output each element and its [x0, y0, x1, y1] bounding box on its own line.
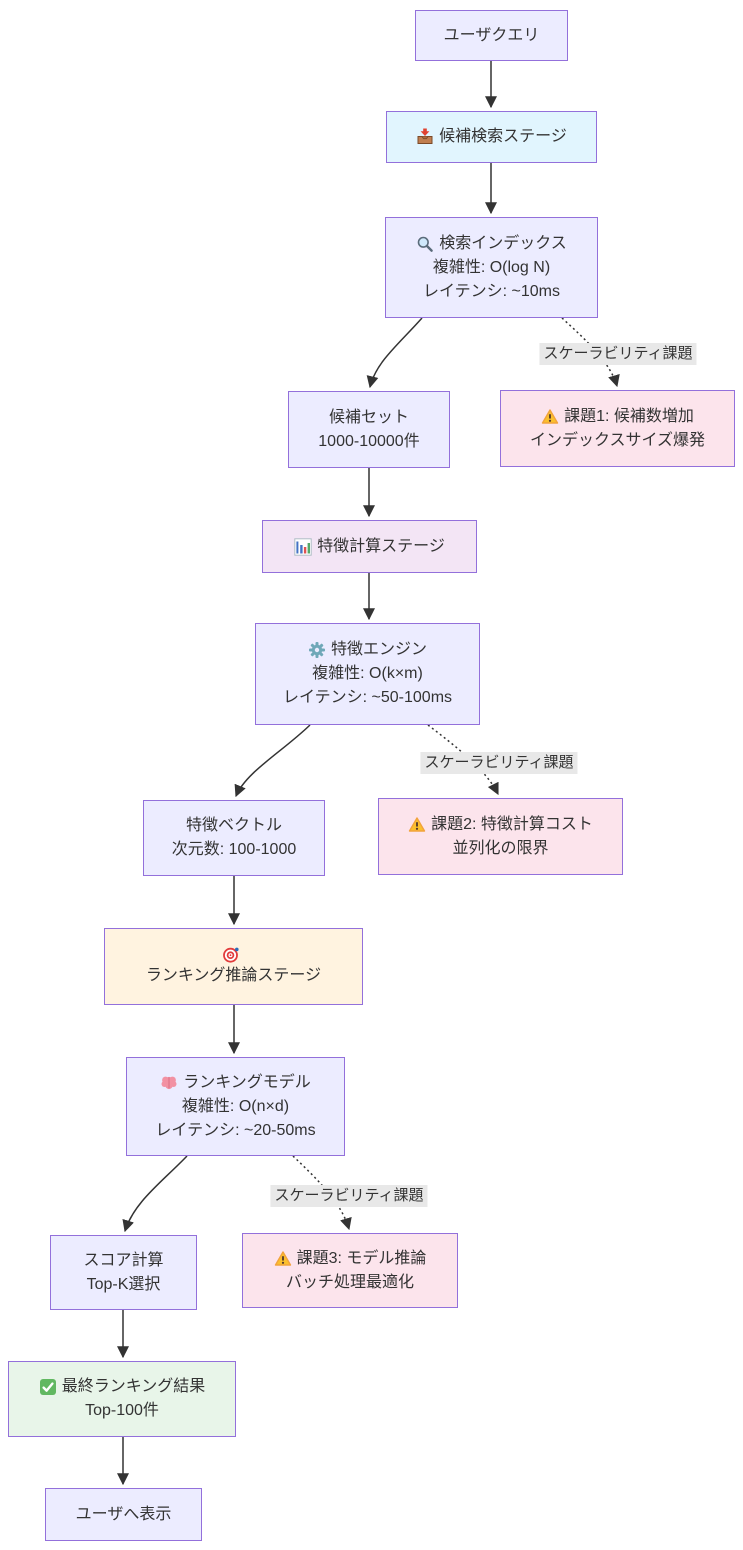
- magnifier-icon: [416, 235, 434, 253]
- target-icon: [222, 946, 240, 964]
- node-score-calc: スコア計算 Top-K選択: [50, 1235, 197, 1310]
- node-detail: インデックスサイズ爆発: [529, 431, 706, 449]
- node-retrieval-stage: 候補検索ステージ: [386, 111, 597, 163]
- node-label: ユーザクエリ: [443, 26, 540, 44]
- node-search-index: 検索インデックス 複雑性: O(log N) レイテンシ: ~10ms: [385, 217, 598, 318]
- node-detail-top100: Top-100件: [85, 1402, 159, 1419]
- node-detail-latency: レイテンシ: ~50-100ms: [282, 689, 453, 706]
- node-label: 特徴ベクトル: [185, 817, 282, 834]
- node-detail-topk: Top-K選択: [86, 1275, 161, 1293]
- node-label: 課題1: 候補数増加: [564, 407, 694, 425]
- edge-model-scorecalc: [122, 1155, 188, 1233]
- node-final-result: 最終ランキング結果 Top-100件: [8, 1361, 236, 1437]
- node-label: 検索インデックス: [439, 234, 567, 252]
- node-user-query: ユーザクエリ: [415, 10, 568, 61]
- node-detail-complexity: 複雑性: O(k×m): [312, 665, 423, 682]
- node-feature-vector: 特徴ベクトル 次元数: 100-1000: [143, 800, 325, 876]
- bar-chart-icon: [294, 537, 312, 556]
- warning-icon: [408, 816, 426, 834]
- node-ranking-stage: ランキング推論ステージ: [104, 928, 363, 1005]
- node-detail: バッチ処理最適化: [285, 1273, 414, 1291]
- node-ranking-model: ランキングモデル 複雑性: O(n×d) レイテンシ: ~20-50ms: [126, 1057, 345, 1156]
- node-label: 最終ランキング結果: [61, 1378, 206, 1395]
- node-display-user: ユーザへ表示: [45, 1488, 202, 1541]
- node-label: ランキングモデル: [183, 1073, 311, 1091]
- inbox-tray-icon: [416, 128, 434, 146]
- node-problem-2: 課題2: 特徴計算コスト 並列化の限界: [378, 798, 623, 875]
- node-feature-stage: 特徴計算ステージ: [262, 520, 477, 573]
- edge-label-scalability-3: スケーラビリティ課題: [270, 1185, 428, 1207]
- node-label: 候補セット: [328, 408, 409, 426]
- edge-label-scalability-1: スケーラビリティ課題: [539, 343, 697, 365]
- node-candidate-set: 候補セット 1000-10000件: [288, 391, 450, 468]
- node-problem-3: 課題3: モデル推論 バッチ処理最適化: [242, 1233, 458, 1308]
- node-feature-engine: 特徴エンジン 複雑性: O(k×m) レイテンシ: ~50-100ms: [255, 623, 480, 725]
- node-detail: 並列化の限界: [452, 839, 549, 857]
- node-label: ユーザへ表示: [75, 1505, 172, 1523]
- edge-label-scalability-2: スケーラビリティ課題: [420, 752, 578, 774]
- node-label: 課題3: モデル推論: [296, 1249, 427, 1267]
- warning-icon: [274, 1250, 292, 1268]
- edge-index-problem1: [561, 317, 620, 388]
- node-detail-dimensions: 次元数: 100-1000: [171, 841, 297, 858]
- node-label: 特徴エンジン: [330, 641, 427, 658]
- node-detail-latency: レイテンシ: ~10ms: [422, 282, 561, 300]
- node-label: ランキング推論ステージ: [145, 966, 322, 984]
- edge-model-problem3: [292, 1155, 352, 1231]
- gear-icon: [308, 641, 326, 659]
- node-detail-latency: レイテンシ: ~20-50ms: [155, 1121, 316, 1139]
- check-icon: [39, 1378, 57, 1396]
- brain-icon: [160, 1074, 178, 1092]
- edge-engine-problem2: [427, 724, 499, 796]
- node-label: 候補検索ステージ: [439, 128, 567, 145]
- edge-index-candidateset: [366, 317, 423, 389]
- node-label: 課題2: 特徴計算コスト: [431, 815, 593, 833]
- node-label: 特徴計算ステージ: [317, 537, 445, 555]
- node-detail-complexity: 複雑性: O(n×d): [181, 1097, 290, 1115]
- node-detail-count: 1000-10000件: [318, 432, 420, 450]
- node-detail-complexity: 複雑性: O(log N): [432, 258, 551, 276]
- node-problem-1: 課題1: 候補数増加 インデックスサイズ爆発: [500, 390, 735, 467]
- warning-icon: [541, 408, 559, 426]
- edge-engine-featurevector: [234, 724, 311, 798]
- node-label: スコア計算: [83, 1251, 164, 1269]
